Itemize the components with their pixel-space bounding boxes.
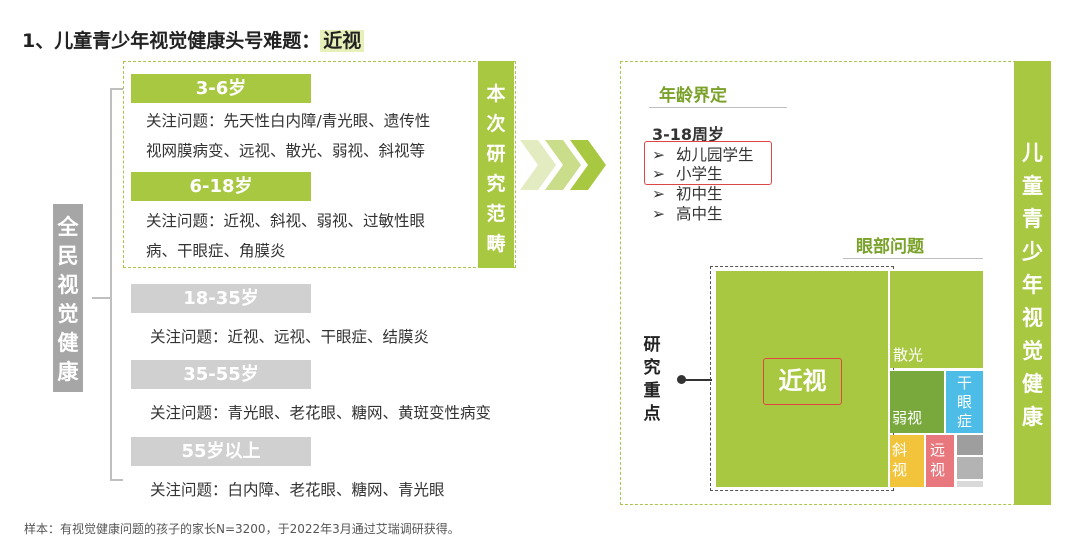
connector-line — [684, 379, 712, 381]
stage-label: 初中生 — [676, 185, 723, 203]
vlabel-char: 民 — [57, 244, 79, 268]
age-group-18-35: 18-35岁 — [131, 284, 311, 313]
stage-arrow-icon: ➢ — [652, 146, 665, 164]
stage-senior-high: ➢ 高中生 — [652, 205, 723, 224]
tile-astigmatism: 散光 — [890, 271, 983, 368]
amblyopia-label: 弱视 — [892, 409, 923, 427]
age-group-3-6-focus-line2: 视网膜病变、远视、散光、弱视、斜视等 — [146, 142, 426, 160]
bracket-stub — [92, 297, 111, 299]
page-title-prefix: 1、儿童青少年视觉健康头号难题： — [22, 30, 321, 52]
rlabel-char: 青 — [1022, 207, 1043, 231]
connector-dot — [677, 375, 686, 384]
rlabel-char: 康 — [1022, 405, 1043, 429]
scope-char: 范 — [486, 203, 506, 225]
age-group-35-55-focus: 关注问题：青光眼、老花眼、糖网、黄斑变性病变 — [150, 404, 492, 422]
strabismus-char: 斜 — [892, 441, 908, 459]
bracket-vertical — [110, 88, 112, 480]
child-vision-label: 儿 童 青 少 年 视 觉 健 康 — [1014, 61, 1051, 505]
myopia-label: 近视 — [763, 358, 842, 405]
age-definition-title: 年龄界定 — [659, 86, 727, 106]
bracket-tick — [110, 88, 123, 90]
rlabel-char: 儿 — [1022, 141, 1043, 165]
research-scope-label: 本 次 研 究 范 畴 — [478, 61, 514, 268]
rlabel-char: 视 — [1022, 306, 1043, 330]
scope-char: 次 — [486, 113, 506, 135]
strabismus-char: 视 — [892, 461, 908, 479]
eye-problems-underline — [843, 258, 983, 259]
page-title: 1、儿童青少年视觉健康头号难题：近视 — [22, 26, 365, 53]
stage-arrow-icon: ➢ — [652, 165, 665, 183]
focus-char: 研 — [643, 335, 661, 355]
scope-char: 畴 — [486, 233, 506, 255]
age-definition-underline — [649, 107, 787, 108]
rlabel-char: 年 — [1022, 273, 1043, 297]
dry-eye-char: 症 — [956, 412, 972, 430]
tile-amblyopia: 弱视 — [890, 371, 944, 433]
scope-char: 本 — [486, 83, 506, 105]
age-group-35-55: 35-55岁 — [131, 360, 311, 389]
scope-char: 究 — [486, 173, 506, 195]
rlabel-char: 少 — [1022, 240, 1043, 264]
stage-primary: ➢ 小学生 — [652, 165, 723, 184]
vlabel-char: 康 — [57, 360, 79, 384]
whole-population-vision-label: 全 民 视 觉 健 康 — [53, 204, 83, 392]
tile-other-1 — [957, 435, 983, 455]
age-group-3-6: 3-6岁 — [131, 74, 311, 103]
chevron-right-icon — [520, 140, 606, 190]
page-title-highlight: 近视 — [320, 30, 365, 52]
focus-char: 点 — [643, 404, 661, 424]
focus-char: 究 — [643, 358, 661, 378]
stage-label: 幼儿园学生 — [676, 146, 754, 164]
scope-char: 研 — [486, 143, 506, 165]
stage-label: 高中生 — [676, 205, 723, 223]
age-group-6-18-focus-line2: 病、干眼症、角膜炎 — [146, 242, 286, 260]
vlabel-char: 觉 — [57, 302, 79, 326]
tile-myopia — [716, 271, 888, 487]
hyperopia-char: 远 — [930, 441, 946, 459]
research-focus-label: 研 究 重 点 — [641, 334, 663, 426]
rlabel-char: 童 — [1022, 174, 1043, 198]
research-scope-box — [123, 61, 516, 268]
astigmatism-label: 散光 — [893, 346, 924, 364]
tile-strabismus: 斜 视 — [890, 435, 924, 487]
dry-eye-char: 眼 — [956, 393, 972, 411]
age-group-55-plus-focus: 关注问题：白内障、老花眼、糖网、青光眼 — [150, 481, 445, 499]
bracket-tick — [110, 479, 123, 481]
eye-problems-title: 眼部问题 — [856, 237, 924, 257]
age-group-3-6-focus-line1: 关注问题：先天性白内障/青光眼、遗传性 — [146, 112, 431, 130]
age-group-55-plus: 55岁以上 — [131, 437, 311, 466]
age-group-6-18-focus-line1: 关注问题：近视、斜视、弱视、过敏性眼 — [146, 212, 426, 230]
hyperopia-char: 视 — [930, 461, 946, 479]
tile-other-3 — [957, 481, 983, 487]
tile-dry-eye: 干 眼 症 — [946, 371, 983, 433]
vlabel-char: 视 — [57, 273, 79, 297]
stage-label: 小学生 — [676, 165, 723, 183]
highlight-box-stages — [644, 141, 772, 185]
footnote: 样本：有视觉健康问题的孩子的家长N=3200，于2022年3月通过艾瑞调研获得。 — [24, 522, 460, 536]
focus-char: 重 — [643, 381, 661, 401]
stage-kindergarten: ➢ 幼儿园学生 — [652, 146, 754, 165]
rlabel-char: 觉 — [1022, 339, 1043, 363]
rlabel-char: 健 — [1022, 372, 1043, 396]
tile-hyperopia: 远 视 — [926, 435, 954, 487]
age-group-6-18: 6-18岁 — [131, 172, 311, 201]
age-group-18-35-focus: 关注问题：近视、远视、干眼症、结膜炎 — [150, 328, 430, 346]
stage-junior-high: ➢ 初中生 — [652, 185, 723, 204]
stage-arrow-icon: ➢ — [652, 185, 665, 203]
tile-other-2 — [957, 457, 983, 479]
age-range: 3-18周岁 — [652, 125, 725, 144]
dry-eye-char: 干 — [956, 374, 972, 392]
vlabel-char: 全 — [57, 215, 79, 239]
stage-arrow-icon: ➢ — [652, 205, 665, 223]
vlabel-char: 健 — [57, 331, 79, 355]
